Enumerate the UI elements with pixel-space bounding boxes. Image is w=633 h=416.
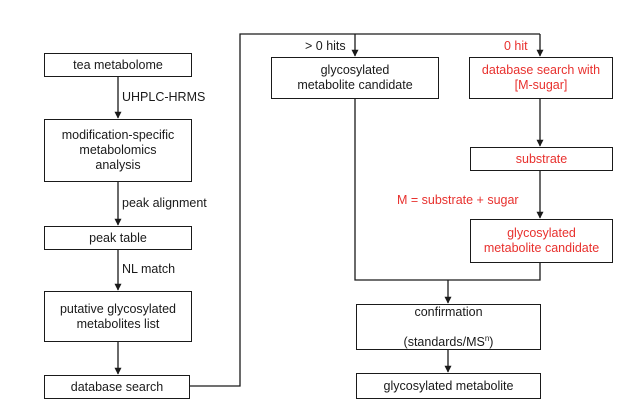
box-confirmation: confirmation (standards/MSn)	[356, 304, 541, 350]
confirmation-line2: (standards/MSn)	[403, 333, 494, 350]
box-tea-metabolome: tea metabolome	[44, 53, 192, 77]
box-database-search-text: database search	[70, 379, 164, 394]
label-peak-alignment: peak alignment	[122, 196, 207, 210]
label-uhplc-hrms: UHPLC-HRMS	[122, 90, 206, 104]
confirmation-suffix: )	[489, 334, 494, 349]
label-nl-match: NL match	[122, 262, 176, 276]
box-database-search: database search	[44, 375, 190, 399]
box-glycosylated-candidate-hits: glycosylated metabolite candidate	[271, 57, 439, 99]
connector-database-search-up	[190, 33, 540, 387]
box-glycosylated-candidate-zero: glycosylated metabolite candidate	[470, 219, 613, 263]
confirmation-line1: confirmation	[414, 304, 483, 319]
confirmation-superscript: n	[484, 333, 490, 343]
box-putative-glycosylated-list: putative glycosylated metabolites list	[44, 291, 192, 342]
box-substrate: substrate	[470, 147, 613, 171]
box-glycosylated-metabolite: glycosylated metabolite	[356, 373, 541, 399]
box-database-search-with-m-sugar-text: database search with [M-sugar]	[481, 63, 601, 92]
box-database-search-with-m-sugar: database search with [M-sugar]	[469, 57, 613, 99]
label-more-than-zero-hits: > 0 hits	[305, 39, 346, 53]
label-zero-hit: 0 hit	[504, 39, 528, 53]
box-confirmation-text: confirmation (standards/MSn)	[404, 290, 494, 365]
box-glycosylated-metabolite-text: glycosylated metabolite	[383, 378, 514, 393]
box-modification-specific-analysis-text: modification-specific metabolomics analy…	[61, 128, 175, 172]
box-peak-table: peak table	[44, 226, 192, 250]
box-putative-glycosylated-list-text: putative glycosylated metabolites list	[59, 301, 177, 331]
box-peak-table-text: peak table	[89, 230, 147, 245]
box-glycosylated-candidate-hits-text: glycosylated metabolite candidate	[297, 63, 413, 92]
box-substrate-text: substrate	[515, 151, 568, 166]
confirmation-prefix: (standards/MS	[403, 334, 485, 349]
box-tea-metabolome-text: tea metabolome	[73, 57, 163, 72]
box-modification-specific-analysis: modification-specific metabolomics analy…	[44, 119, 192, 182]
box-glycosylated-candidate-zero-text: glycosylated metabolite candidate	[483, 226, 600, 255]
label-m-equals-substrate-plus-sugar: M = substrate + sugar	[397, 193, 519, 207]
